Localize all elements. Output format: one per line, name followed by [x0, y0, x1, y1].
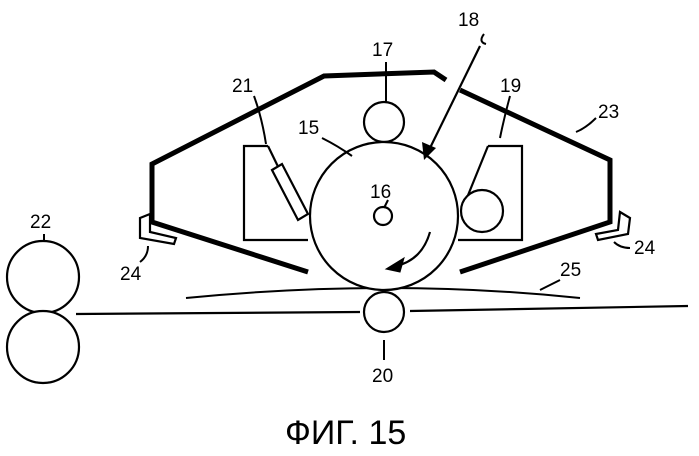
leader-19 [500, 96, 510, 138]
label-25: 25 [560, 260, 581, 281]
feed-roller-top [7, 241, 79, 313]
paper-path-line-right [410, 306, 688, 311]
developer-roller [461, 190, 503, 232]
label-16: 16 [370, 182, 391, 203]
feed-roller-bottom [7, 311, 79, 383]
leader-18-squiggle [481, 34, 486, 44]
drum-axis [374, 207, 392, 225]
figure-caption: ФИГ. 15 [285, 414, 406, 452]
roller-20 [364, 292, 404, 332]
label-20: 20 [372, 366, 393, 387]
paper-path-line-left [76, 312, 360, 314]
leader-25 [540, 280, 560, 290]
label-22: 22 [30, 212, 51, 233]
label-23: 23 [598, 102, 619, 123]
cleaning-blade [272, 164, 308, 220]
leader-21 [254, 96, 266, 144]
label-19: 19 [500, 76, 521, 97]
label-18: 18 [458, 10, 479, 31]
label-17: 17 [372, 40, 393, 61]
label-24-left: 24 [120, 264, 142, 285]
label-24-right: 24 [634, 238, 656, 259]
label-21: 21 [232, 76, 253, 97]
roller-17 [364, 102, 404, 142]
label-15: 15 [298, 118, 319, 139]
leader-24-right [614, 242, 630, 248]
leader-15 [322, 138, 352, 156]
housing-right-wall [460, 90, 610, 272]
leader-24-left [140, 246, 148, 262]
leader-23 [576, 118, 596, 132]
